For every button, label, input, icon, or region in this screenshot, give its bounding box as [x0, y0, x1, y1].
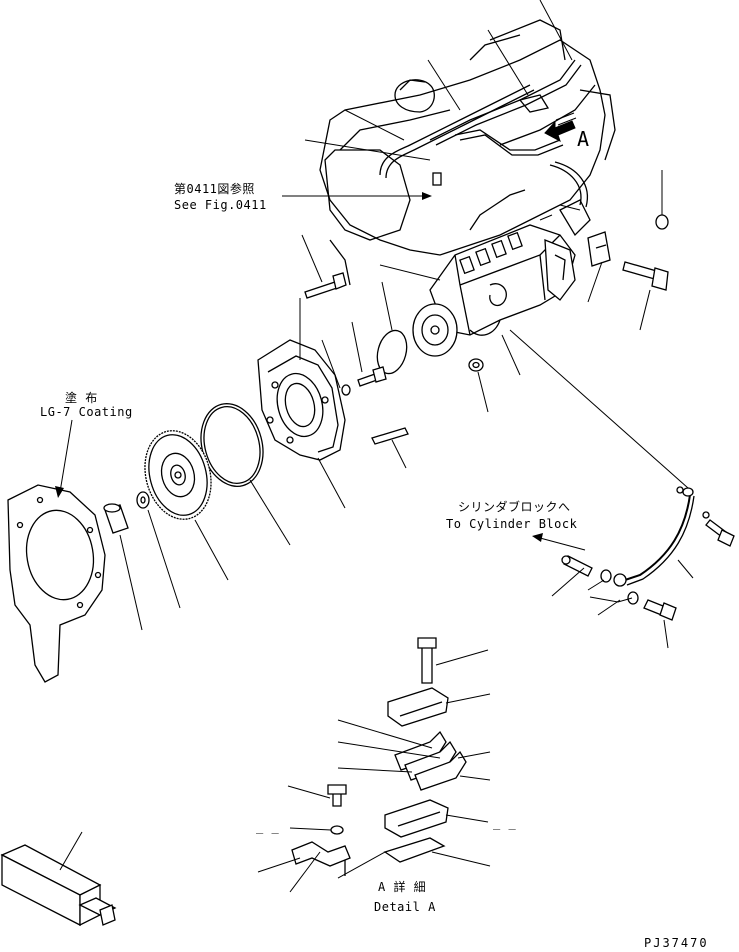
drawing-number: PJ37470 — [644, 936, 709, 950]
timing-cover-plate — [7, 484, 106, 683]
detail-a-en-label: Detail A — [374, 900, 436, 914]
right-bracket-parts — [587, 214, 669, 291]
pump-washer — [468, 358, 484, 372]
fuel-injection-lines — [379, 59, 596, 208]
fuel-injection-pump — [412, 189, 576, 357]
view-a-arrow — [544, 112, 577, 143]
cylinder-block-arrow — [532, 533, 586, 551]
fig-ref-en-label: See Fig.0411 — [174, 198, 267, 212]
detail-a-parts — [291, 637, 467, 876]
drive-gear — [144, 430, 212, 520]
view-a-label: A — [577, 127, 590, 151]
cylinder-block-jp-label: シリンダブロックへ — [458, 500, 571, 514]
detail-a-jp-label: A 詳 細 — [378, 880, 427, 894]
dash-left-label: _ _ — [256, 820, 280, 834]
stud-bolt — [371, 427, 409, 445]
pipe-connector — [561, 555, 639, 605]
pipe-bolt-right — [705, 519, 735, 547]
pipe-bolt-lower — [643, 599, 677, 621]
cylinder-block-en-label: To Cylinder Block — [446, 517, 578, 531]
fig-ref-jp-label: 第0411図参照 — [174, 182, 255, 196]
lubrication-pipe — [613, 486, 710, 587]
o-ring-small — [376, 329, 408, 375]
coating-en-label: LG-7 Coating — [40, 405, 133, 419]
washer-small — [341, 384, 351, 396]
coating-jp-label: 塗 布 — [65, 391, 98, 405]
leader-lines — [55, 0, 694, 893]
dash-right-label: _ _ — [493, 816, 517, 830]
special-tool — [0, 844, 117, 927]
bolt-center — [357, 366, 387, 387]
sleeve — [103, 503, 129, 534]
mounting-bolt-upper — [304, 272, 347, 299]
washer — [136, 491, 150, 509]
engine-block — [319, 19, 616, 286]
pump-housing-flange — [257, 339, 346, 461]
